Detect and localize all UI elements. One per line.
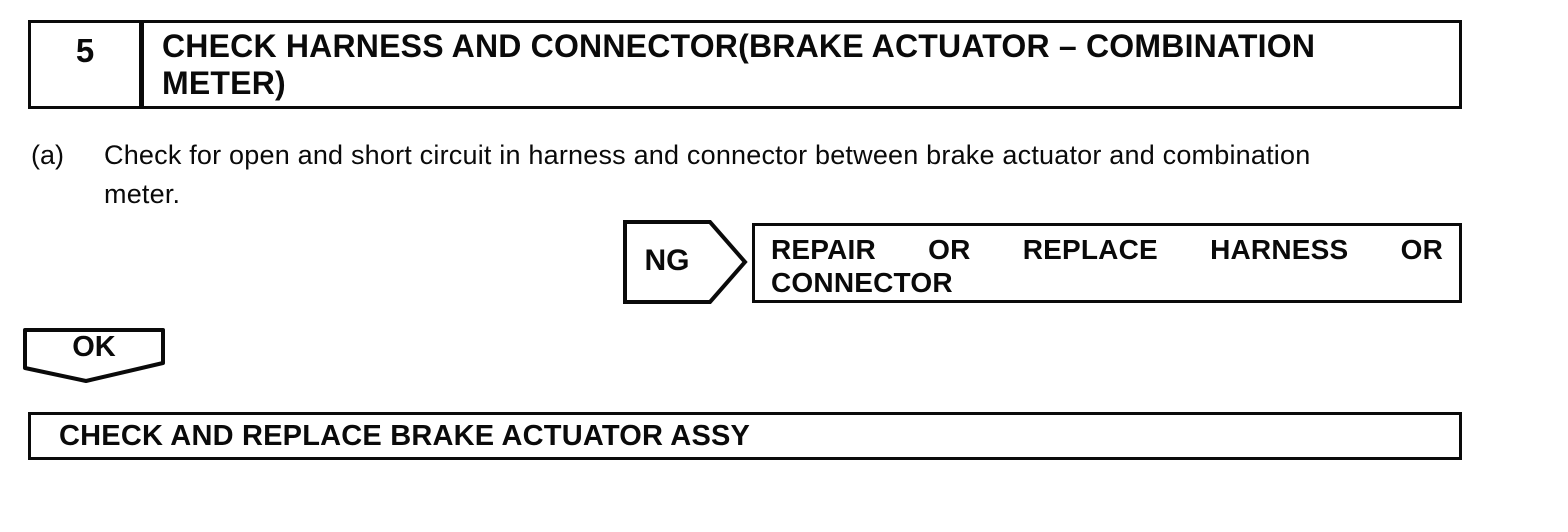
step-number-box: 5 <box>28 20 142 109</box>
instruction-text: Check for open and short circuit in harn… <box>104 136 1504 214</box>
ng-result-line-2: CONNECTOR <box>771 267 953 298</box>
instruction-line-2: meter. <box>104 179 181 209</box>
step-title-line-2: METER) <box>162 65 286 101</box>
final-action-text: CHECK AND REPLACE BRAKE ACTUATOR ASSY <box>59 419 751 452</box>
ok-banner-icon <box>23 328 165 383</box>
ok-label: OK <box>72 330 116 363</box>
ng-label: NG <box>644 244 690 277</box>
final-action-box: CHECK AND REPLACE BRAKE ACTUATOR ASSY <box>28 412 1462 460</box>
ng-result-line-1: REPAIR OR REPLACE HARNESS OR <box>771 234 1443 265</box>
instruction-label: (a) <box>31 140 64 170</box>
ng-result-box: REPAIR OR REPLACE HARNESS OR CONNECTOR <box>752 223 1462 303</box>
step-number: 5 <box>75 32 95 69</box>
step-title-box: CHECK HARNESS AND CONNECTOR(BRAKE ACTUAT… <box>141 20 1462 109</box>
ng-arrow-icon <box>623 220 748 304</box>
step-title-line-1: CHECK HARNESS AND CONNECTOR(BRAKE ACTUAT… <box>162 28 1316 64</box>
instruction-line-1: Check for open and short circuit in harn… <box>104 140 1311 170</box>
